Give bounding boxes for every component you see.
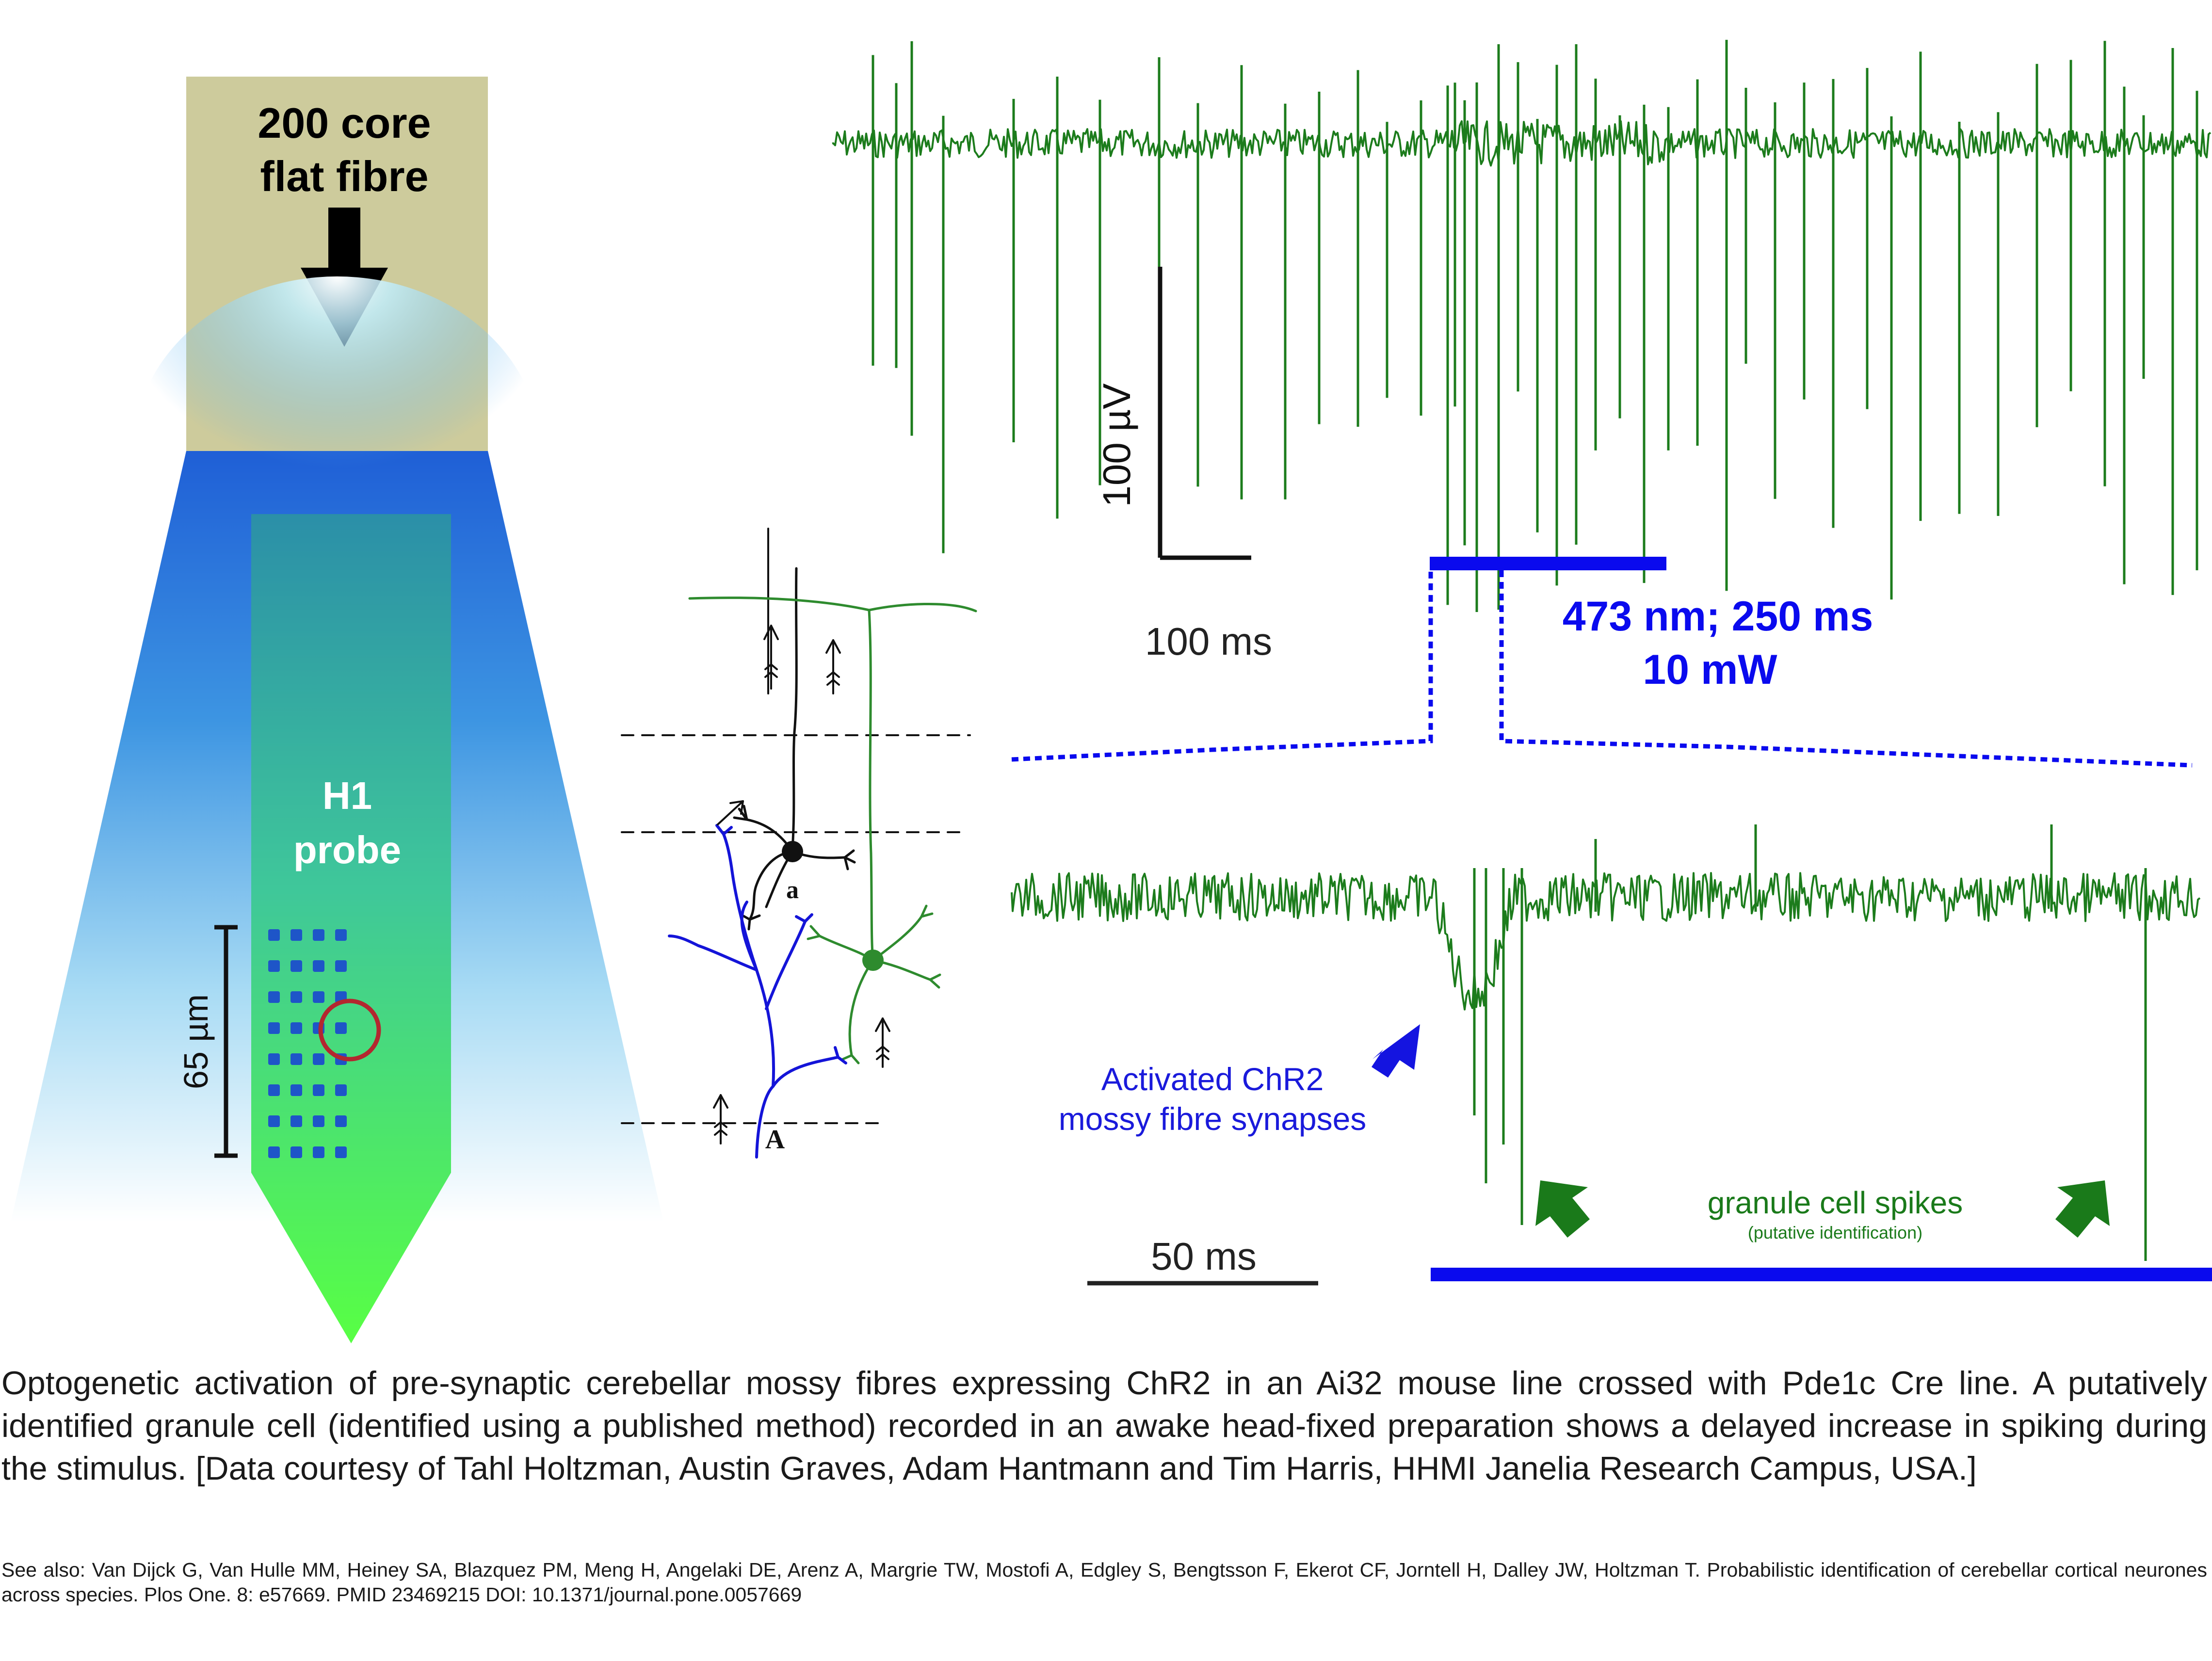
recording-site (268, 1022, 280, 1034)
black-cell-soma (782, 841, 803, 862)
probe-label-line2: probe (293, 828, 401, 871)
recording-site (291, 1084, 302, 1096)
recording-site (268, 1146, 280, 1158)
recording-site (335, 1022, 347, 1034)
blue-cell (668, 824, 847, 1159)
recording-site (291, 929, 302, 941)
recording-site (313, 929, 324, 941)
see-also-reference: See also: Van Dijck G, Van Hulle MM, Hei… (1, 1559, 2207, 1606)
recording-site (313, 991, 324, 1003)
granule-annotation-line1: granule cell spikes (1708, 1185, 1963, 1220)
green-cell (688, 597, 977, 1064)
synapse-annotation-line2: mossy fibre synapses (1059, 1101, 1367, 1137)
probe-scale-bar (214, 925, 238, 1158)
top-time-scale-label: 100 ms (1145, 620, 1272, 663)
recording-site (268, 1115, 280, 1127)
recording-site (268, 1084, 280, 1096)
recording-site (335, 929, 347, 941)
recording-site (291, 1053, 302, 1065)
recording-site (313, 960, 324, 972)
black-cell (733, 528, 856, 931)
top-trace-panel: 100 µV 100 ms (832, 40, 2212, 663)
layer-boundaries (621, 734, 971, 1124)
recording-site (335, 960, 347, 972)
up-arrow-icon (713, 1094, 728, 1145)
neuron-diagram: a A (621, 528, 977, 1159)
granule-arrow-right-icon (2055, 1180, 2110, 1238)
recording-site (268, 960, 280, 972)
top-trace-spikes (872, 40, 2198, 613)
voltage-scale-label: 100 µV (1095, 383, 1138, 507)
recording-site (313, 1053, 324, 1065)
recording-site (291, 1115, 302, 1127)
recording-site (291, 960, 302, 972)
selected-site-marker (318, 999, 381, 1062)
synapse-annotation-line1: Activated ChR2 (1101, 1061, 1324, 1097)
probe-label-line1: H1 (323, 774, 372, 817)
granule-arrow-left-icon (1535, 1180, 1590, 1238)
recording-site (291, 1022, 302, 1034)
stimulus-label-line2: 10 mW (1643, 646, 1777, 693)
recording-site (313, 1115, 324, 1127)
h1-probe: H1 probe 65 µm (177, 514, 451, 1343)
granule-annotation-line2: (putative identification) (1748, 1223, 1922, 1242)
green-cell-soma (862, 950, 884, 971)
probe-shank (251, 514, 451, 1343)
stimulus-label-line1: 473 nm; 250 ms (1563, 593, 1873, 640)
fibre-label-line1: 200 core (258, 99, 431, 147)
recording-site (313, 1146, 324, 1158)
top-extracellular-trace (832, 120, 2212, 167)
figure-caption: Optogenetic activation of pre-synaptic c… (1, 1365, 2207, 1487)
recording-site (335, 1084, 347, 1096)
top-scale-bar (1158, 267, 1251, 560)
recording-site (335, 1146, 347, 1158)
up-arrow-icon (825, 639, 841, 694)
recording-site (268, 1053, 280, 1065)
stimulus-projection-right (1499, 570, 2193, 768)
direction-arrows (713, 625, 890, 1145)
fibre-label-line2: flat fibre (260, 152, 428, 200)
small-cell-label: a (786, 876, 799, 904)
probe-scale-label: 65 µm (177, 994, 215, 1089)
large-cell-label: A (765, 1125, 785, 1155)
stimulus-projection-left (1011, 570, 1433, 762)
recording-site (335, 1115, 347, 1127)
light-stimulus: 473 nm; 250 ms 10 mW (1011, 557, 2193, 768)
bottom-trace-panel: 50 ms Activated ChR2 mossy fibre synapse… (1011, 824, 2212, 1286)
recording-site (291, 1146, 302, 1158)
granule-cell-spikes (1473, 824, 2147, 1261)
recording-site (313, 1084, 324, 1096)
recording-site (291, 991, 302, 1003)
bottom-extracellular-trace (1011, 872, 2201, 1011)
up-arrow-icon (763, 625, 779, 690)
recording-sites (268, 929, 347, 1158)
up-arrow-icon (875, 1017, 890, 1068)
up-arrow-icon (717, 800, 744, 825)
recording-site (268, 929, 280, 941)
synapse-arrow-icon (1372, 1024, 1420, 1078)
recording-site (268, 991, 280, 1003)
bottom-time-scale-label: 50 ms (1151, 1235, 1257, 1278)
